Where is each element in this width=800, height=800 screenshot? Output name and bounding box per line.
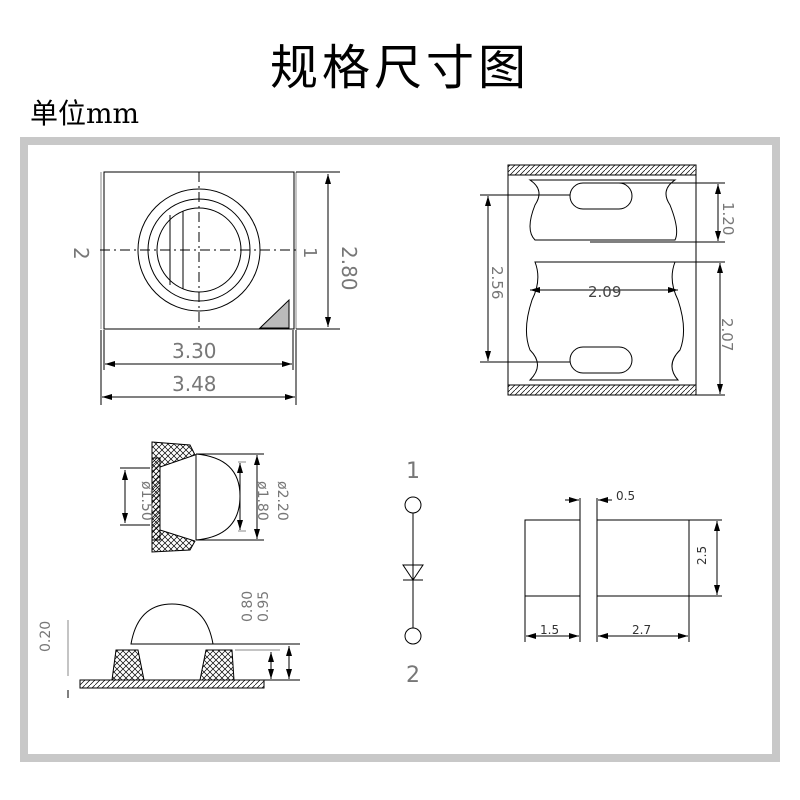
- dim-gap-0.5: 0.5: [616, 489, 635, 503]
- dim-2.09: 2.09: [588, 283, 621, 301]
- unit-label: 单位mm: [30, 97, 140, 130]
- pin-label-2: 2: [69, 247, 93, 260]
- dim-0.20: 0.20: [38, 621, 54, 652]
- dim-2.07: 2.07: [718, 318, 736, 351]
- dim-width-3.48: 3.48: [172, 372, 217, 396]
- dim-dia-1.80: ø1.80: [254, 481, 270, 521]
- dim-0.95: 0.95: [256, 591, 272, 622]
- diode-schematic: 1 2: [402, 459, 424, 688]
- schematic-pin-2: 2: [406, 663, 420, 688]
- drawing-frame: [20, 137, 780, 762]
- dim-height-2.80: 2.80: [337, 246, 361, 291]
- dim-2.56: 2.56: [488, 266, 506, 299]
- schematic-pin-1: 1: [406, 459, 420, 484]
- dim-width-2.7: 2.7: [632, 623, 651, 637]
- pin-label-1: 1: [299, 247, 320, 258]
- top-view: 2 1 2.80 3.30 3.48: [69, 171, 361, 405]
- pad-footprint: 0.5 2.5 1.5 2.7: [524, 489, 722, 642]
- dim-dia-2.20: ø2.20: [274, 481, 290, 521]
- dim-width-1.5: 1.5: [540, 623, 559, 637]
- side-view: ø1.50 ø1.80 ø2.20: [120, 441, 290, 553]
- dim-dia-1.50: ø1.50: [138, 481, 154, 521]
- dim-height-2.5: 2.5: [695, 546, 709, 565]
- dim-width-3.30: 3.30: [172, 339, 217, 363]
- dim-0.80: 0.80: [240, 591, 256, 622]
- front-view: 0.20 0.80 0.95: [38, 591, 300, 698]
- page-title: 规格尺寸图: [269, 40, 530, 96]
- dim-pad-1.20: 1.20: [719, 202, 737, 235]
- bottom-view: 1.20 2.56 2.09 2.07: [480, 164, 737, 396]
